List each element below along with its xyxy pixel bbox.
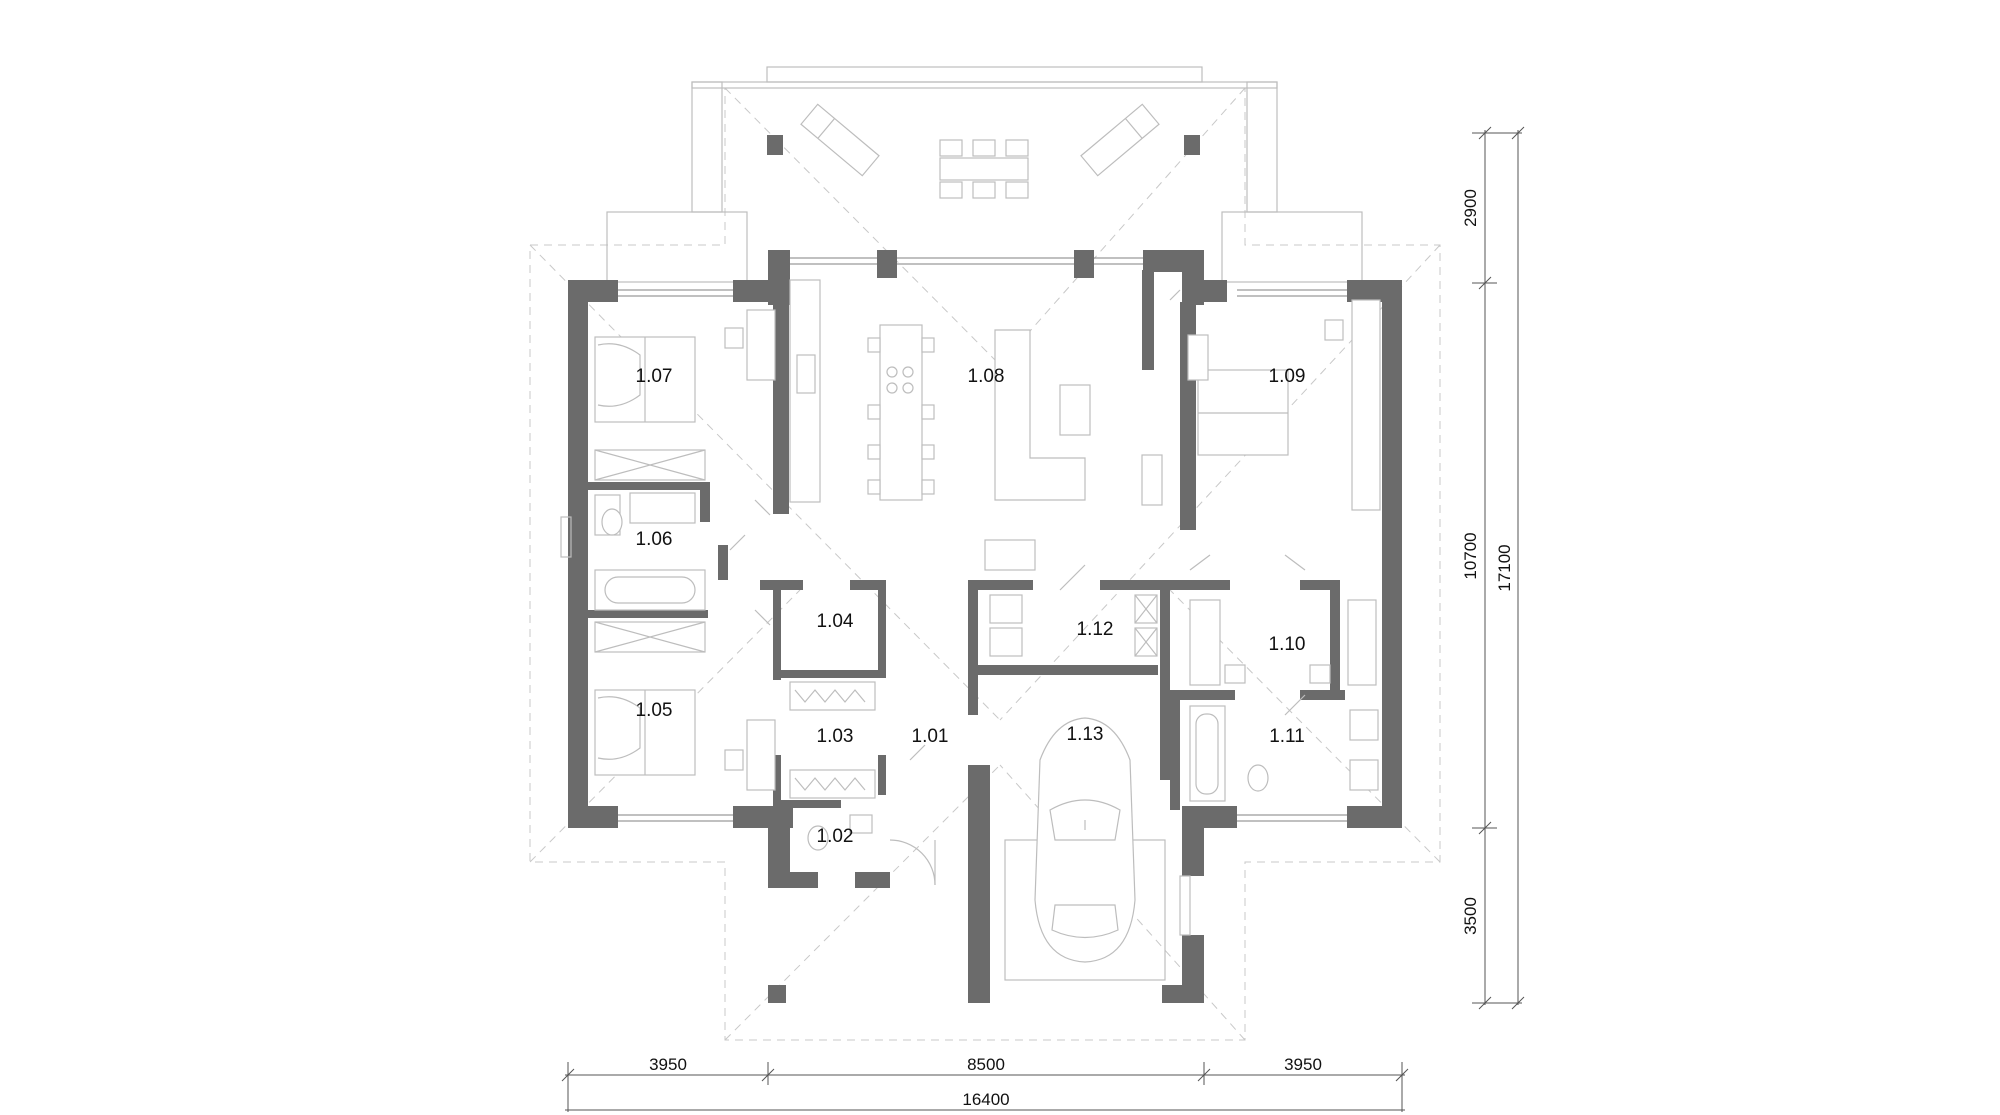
room-label-1-01: 1.01: [912, 726, 949, 747]
furniture-closet-103: [789, 681, 876, 799]
room-label-1-10: 1.10: [1269, 634, 1306, 655]
furniture-bathroom-111: [1189, 705, 1379, 802]
furniture-kitchen-living-108: [789, 279, 1163, 571]
car-icon: [1004, 717, 1166, 981]
furniture-bedroom-105: [594, 621, 776, 791]
room-label-1-07: 1.07: [636, 366, 673, 387]
furniture-utility-112: [989, 594, 1158, 657]
room-label-1-03: 1.03: [817, 726, 854, 747]
dim-center: 8500: [967, 1055, 1005, 1074]
windows: [560, 257, 1347, 936]
furniture-bathroom-106: [594, 492, 706, 611]
furniture-bedroom-109: [1187, 299, 1381, 511]
interior-walls: [568, 270, 1345, 870]
exterior-walls: [568, 250, 1402, 1003]
room-label-1-04: 1.04: [817, 611, 854, 632]
dim-house-depth: 10700: [1461, 532, 1480, 579]
furniture-room-110: [1189, 599, 1377, 686]
room-label-1-08: 1.08: [968, 366, 1005, 387]
room-label-1-02: 1.02: [817, 826, 854, 847]
dim-top-terrace: 2900: [1461, 189, 1480, 227]
room-label-1-11: 1.11: [1269, 726, 1305, 747]
dim-right-wing: 3950: [1284, 1055, 1322, 1074]
dim-total-depth: 17100: [1495, 544, 1514, 591]
room-labels: 1.01 1.02 1.03 1.04 1.05 1.06 1.07 1.08 …: [636, 366, 1306, 847]
room-label-1-13: 1.13: [1067, 724, 1104, 745]
room-label-1-12: 1.12: [1077, 619, 1114, 640]
furniture-wc-102: [807, 814, 873, 851]
terrace: [606, 66, 1363, 283]
room-label-1-05: 1.05: [636, 700, 673, 721]
room-label-1-06: 1.06: [636, 529, 673, 550]
dim-left-wing: 3950: [649, 1055, 687, 1074]
room-label-1-09: 1.09: [1269, 366, 1306, 387]
doors: [729, 289, 1306, 886]
dimension-horizontal: 3950 8500 3950 16400: [561, 1055, 1409, 1112]
dim-bottom-porch: 3500: [1461, 897, 1480, 935]
dimension-vertical: 2900 10700 3500 17100: [1461, 126, 1525, 1010]
furniture-bedroom-107: [594, 309, 776, 481]
dim-total-width: 16400: [962, 1090, 1009, 1109]
